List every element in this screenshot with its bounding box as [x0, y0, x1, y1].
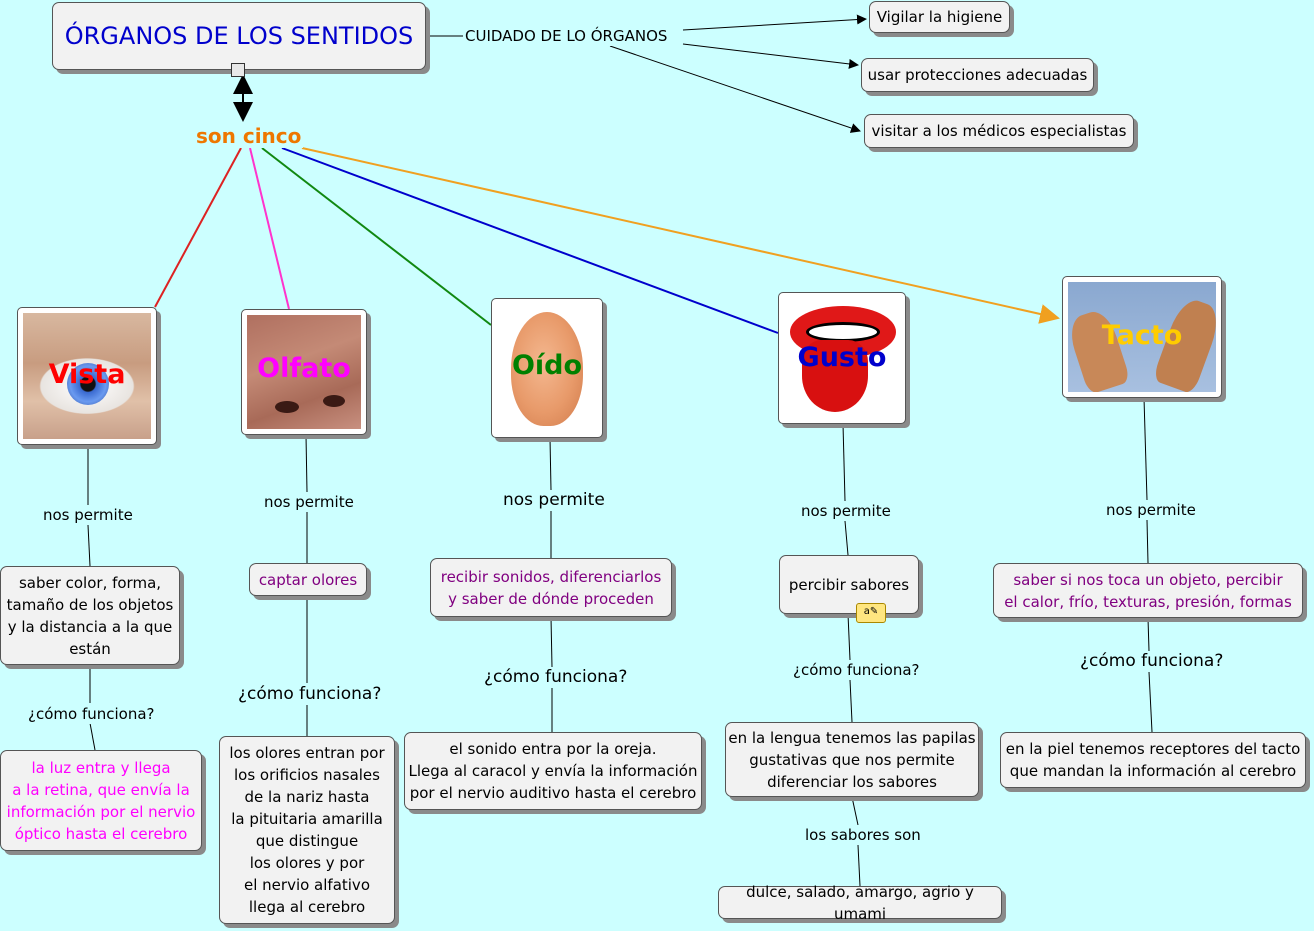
care-item-hygiene[interactable]: Vigilar la higiene — [869, 1, 1010, 33]
gusto-function[interactable]: percibir sabores — [779, 555, 919, 614]
hands-image: Tacto — [1068, 282, 1216, 392]
oido-link-funciona: ¿cómo funciona? — [482, 667, 630, 687]
tongue-shape — [802, 340, 868, 412]
gusto-flavors[interactable]: dulce, salado, amargo, agrio y umami — [718, 883, 1002, 923]
olfato-link-funciona: ¿cómo funciona? — [236, 684, 384, 704]
vista-link-permite: nos permite — [41, 505, 135, 525]
oido-how[interactable]: el sonido entra por la oreja. Llega al c… — [404, 732, 702, 810]
tacto-function[interactable]: saber si nos toca un objeto, percibir el… — [993, 563, 1303, 618]
olfato-how[interactable]: los olores entran por los orificios nasa… — [219, 736, 395, 924]
vista-image-node[interactable]: Vista — [17, 307, 157, 445]
care-item-protection[interactable]: usar protecciones adecuadas — [861, 58, 1094, 92]
vista-link-funciona: ¿cómo funciona? — [26, 704, 157, 724]
nostril-shape — [323, 395, 345, 407]
gusto-link-sabores: los sabores son — [803, 825, 923, 845]
tacto-link-funciona: ¿cómo funciona? — [1078, 651, 1226, 671]
mouth-shape — [806, 322, 880, 342]
image-attachment-icon[interactable] — [231, 63, 245, 77]
nose-image: Olfato — [247, 315, 361, 429]
care-item-doctors[interactable]: visitar a los médicos especialistas — [864, 114, 1134, 148]
oido-image-node[interactable]: Oído — [491, 298, 603, 438]
vista-how[interactable]: la luz entra y llega a la retina, que en… — [0, 750, 202, 851]
eye-image: Vista — [23, 313, 151, 439]
olfato-link-permite: nos permite — [262, 492, 356, 512]
sense-title-gusto: Gusto — [797, 342, 887, 373]
gusto-link-permite: nos permite — [799, 501, 893, 521]
note-icon[interactable]: a✎ — [856, 603, 886, 623]
tacto-how[interactable]: en la piel tenemos receptores del tacto … — [1000, 732, 1306, 788]
son-cinco-label: son cinco — [194, 124, 304, 148]
gusto-link-funciona: ¿cómo funciona? — [791, 660, 922, 680]
care-link-label: CUIDADO DE LO ÓRGANOS — [463, 26, 670, 46]
page-title: ÓRGANOS DE LOS SENTIDOS — [52, 2, 426, 70]
vista-function[interactable]: saber color, forma, tamaño de los objeto… — [0, 566, 180, 665]
olfato-image-node[interactable]: Olfato — [241, 309, 367, 435]
sense-title-olfato: Olfato — [257, 353, 351, 384]
gusto-image-node[interactable]: Gusto — [778, 292, 906, 424]
tacto-image-node[interactable]: Tacto — [1062, 276, 1222, 398]
tacto-link-permite: nos permite — [1104, 500, 1198, 520]
tongue-image: Gusto — [784, 298, 900, 418]
gusto-how[interactable]: en la lengua tenemos las papilas gustati… — [725, 722, 979, 797]
sense-title-vista: Vista — [48, 359, 126, 390]
olfato-function[interactable]: captar olores — [249, 563, 367, 596]
sense-title-oido: Oído — [511, 350, 583, 381]
ear-shape — [511, 312, 583, 426]
ear-image: Oído — [497, 304, 597, 432]
oido-link-permite: nos permite — [501, 490, 607, 510]
sense-title-tacto: Tacto — [1101, 320, 1183, 351]
oido-function[interactable]: recibir sonidos, diferenciarlos y saber … — [430, 558, 672, 617]
iris-shape — [67, 363, 109, 405]
nostril-shape — [275, 401, 299, 413]
